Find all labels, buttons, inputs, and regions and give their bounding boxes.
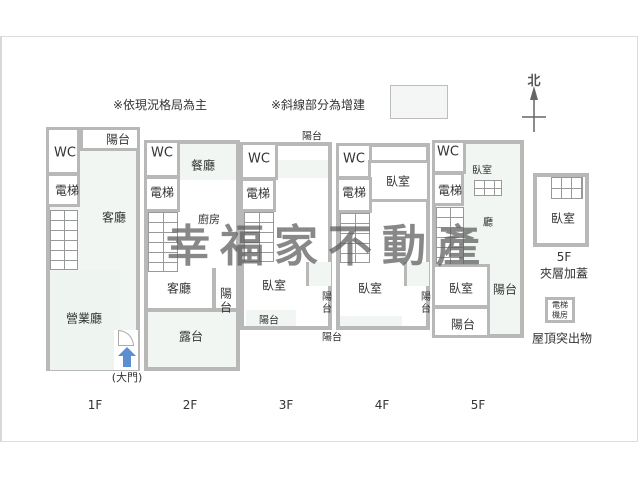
room-1f-living: 客廳: [101, 210, 127, 225]
room-mezzanine-bedroom: 臥室: [550, 211, 576, 226]
room-1f-main-door: (大門): [111, 371, 143, 384]
room-4f-bedroom-bottom: 臥室: [357, 281, 383, 296]
watermark: 幸福家不動產: [166, 221, 490, 272]
room-3f-bedroom: 臥室: [261, 278, 287, 293]
room-3f-wc: WC: [248, 151, 270, 167]
roof-label: 屋頂突出物: [531, 331, 593, 346]
floor-label-3f: 3F: [278, 398, 294, 412]
room-2f-kitchen: 廚房: [198, 213, 220, 226]
room-4f-bedroom-top: 臥室: [385, 174, 411, 189]
roof-machine-room-line1: 電梯: [552, 300, 568, 310]
room-4f-elevator: 電梯: [341, 185, 367, 200]
entrance-arrow-icon: [118, 347, 136, 367]
room-4f-wc: WC: [343, 151, 365, 167]
room-2f-dining: 餐廳: [190, 158, 216, 173]
room-5f-hall: 廳: [483, 217, 493, 229]
room-1f-wc: WC: [54, 145, 76, 161]
room-5f-wc: WC: [437, 144, 459, 160]
legend-hatched-swatch: [390, 85, 448, 119]
room-5f-balcony-side: 陽台: [492, 282, 518, 297]
room-3f-elevator: 電梯: [245, 186, 271, 201]
room-2f-wc: WC: [151, 145, 173, 161]
room-3f-balcony-bottom: 陽台: [259, 315, 279, 327]
note-current-layout: ※依現況格局為主: [113, 98, 208, 112]
floor-label-4f: 4F: [374, 398, 390, 412]
note-hatched-addition: ※斜線部分為增建: [271, 98, 366, 112]
room-1f-balcony: 陽台: [105, 132, 131, 147]
floor-label-2f: 2F: [182, 398, 198, 412]
floor-label-5f: 5F: [470, 398, 486, 412]
room-2f-terrace: 露台: [178, 329, 204, 344]
room-2f-elevator: 電梯: [149, 185, 175, 200]
room-4f-balcony-side: 陽台: [418, 291, 430, 315]
room-5f-elevator: 電梯: [437, 183, 463, 198]
room-1f-business-hall: 營業廳: [65, 311, 103, 326]
roof-machine-room-line2: 機房: [552, 310, 568, 320]
room-5f-balcony-bottom: 陽台: [450, 317, 476, 332]
mezzanine-title-line2: 夾層加蓋: [539, 266, 589, 281]
north-arrow-icon: [522, 86, 546, 132]
room-3f-balcony-side: 陽台: [319, 291, 331, 315]
room-4f-balcony-bottom: 陽台: [322, 332, 342, 344]
room-2f-balcony: 陽台: [218, 287, 233, 315]
room-2f-living: 客廳: [166, 281, 192, 296]
room-3f-balcony-top: 陽台: [302, 131, 322, 143]
room-5f-bedroom-top: 臥室: [472, 165, 492, 177]
north-label: 北: [527, 74, 541, 89]
floor-label-1f: 1F: [87, 398, 103, 412]
room-5f-bedroom-bottom: 臥室: [448, 281, 474, 296]
mezzanine-title-line1: 5F: [556, 250, 572, 264]
north-compass: 北: [522, 70, 546, 134]
room-1f-elevator: 電梯: [54, 183, 80, 198]
